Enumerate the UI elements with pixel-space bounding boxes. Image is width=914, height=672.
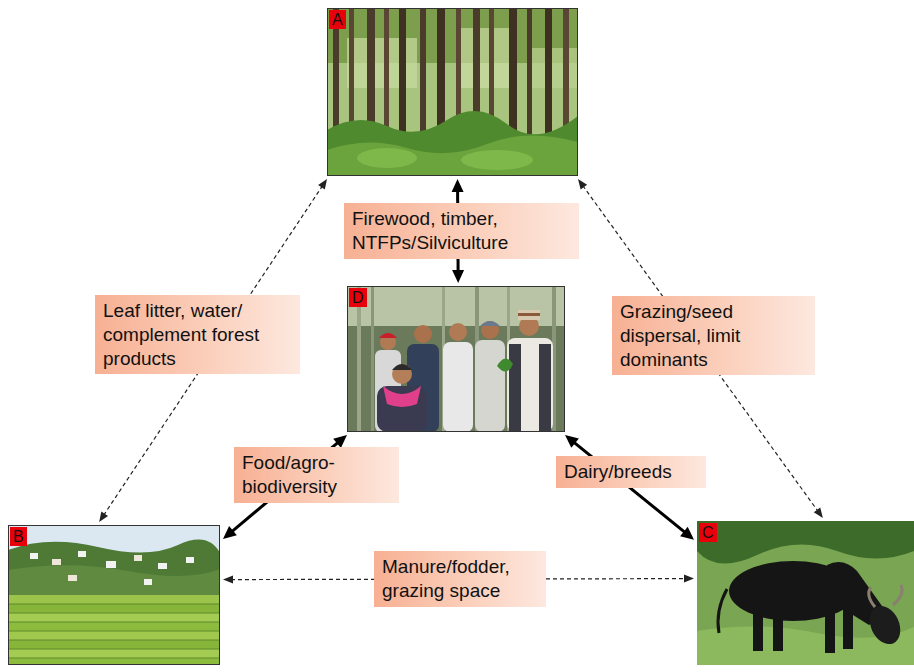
edge-label: Firewood, timber, NTFPs/Silviculture (344, 203, 579, 259)
panel-letter: D (349, 288, 367, 307)
edge-label: Leaf litter, water/ complement forest pr… (95, 295, 300, 374)
terrace-photo (8, 525, 220, 665)
arrowhead (333, 435, 347, 448)
arrowhead (578, 179, 587, 189)
arrowhead (684, 575, 694, 583)
forest-photo (327, 8, 578, 176)
panel-letter: B (10, 527, 27, 546)
arrowhead (814, 508, 823, 518)
panel-letter: C (699, 523, 717, 542)
edge-label: Grazing/seed dispersal, limit dominants (612, 296, 815, 375)
photo-panel: A (327, 8, 578, 176)
arrowhead (318, 179, 327, 190)
cow-photo (697, 521, 914, 665)
arrowhead (680, 527, 694, 540)
arrowhead (223, 576, 233, 584)
arrowhead (99, 511, 108, 522)
edge-label: Dairy/breeds (556, 456, 706, 488)
arrowhead (565, 435, 579, 448)
panel-letter: A (329, 10, 346, 29)
arrowhead (223, 526, 237, 539)
edge-label: Manure/fodder, grazing space (374, 551, 546, 607)
photo-panel: C (697, 521, 914, 665)
people-photo (347, 286, 565, 432)
photo-panel: D (347, 286, 565, 432)
arrowhead (452, 270, 464, 283)
arrowhead (452, 179, 464, 192)
photo-panel: B (8, 525, 220, 665)
edge-label: Food/agro-biodiversity (234, 447, 399, 503)
